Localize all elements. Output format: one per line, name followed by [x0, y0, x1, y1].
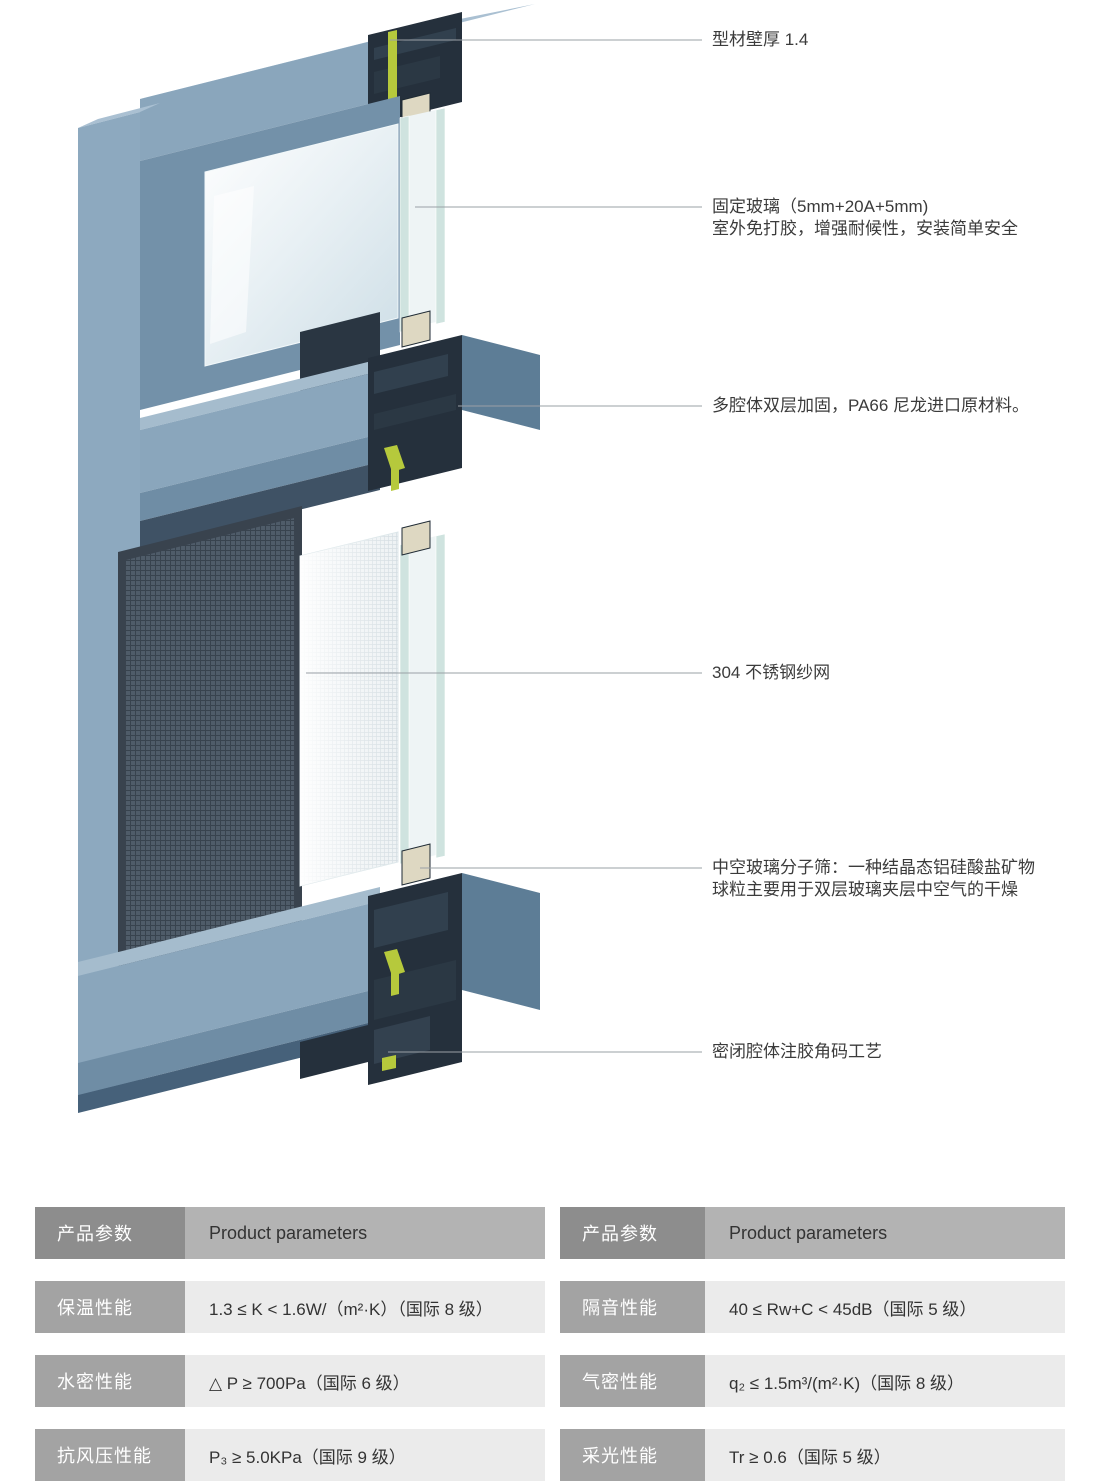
nylon-thermal-strip [382, 1055, 396, 1071]
param-value-thermal: 1.3 ≤ K < 1.6W/（m²·K）（国际 8 级） [185, 1281, 545, 1333]
param-label-watertight: 水密性能 [35, 1355, 185, 1407]
rail-front-face [140, 371, 380, 493]
upper-fixed-glass-unit [140, 96, 446, 410]
table-header-cn-left: 产品参数 [35, 1207, 185, 1259]
glass-air-gap [409, 110, 436, 328]
table-column-gap [545, 1429, 560, 1481]
param-label-acoustic: 隔音性能 [560, 1281, 705, 1333]
param-value-windload: P₃ ≥ 5.0KPa（国际 9 级） [185, 1429, 545, 1481]
table-header-row: 产品参数 Product parameters 产品参数 Product par… [35, 1207, 1065, 1259]
sill-front-face [78, 901, 380, 1063]
nylon-thermal-strip [384, 445, 405, 472]
insect-screen [118, 506, 302, 1004]
window-cross-section-illustration [78, 4, 702, 1113]
table-column-gap [545, 1281, 560, 1333]
param-label-thermal: 保温性能 [35, 1281, 185, 1333]
param-value-airtight: q₂ ≤ 1.5m³/(m²·K)（国际 8 级） [705, 1355, 1065, 1407]
head-front-face [140, 42, 368, 161]
glass-sheen [300, 532, 398, 886]
jamb-top-face [78, 103, 160, 128]
callout-text: 多腔体双层加固，PA66 尼龙进口原材料。 [712, 396, 1030, 415]
callout-text: 固定玻璃（5mm+20A+5mm) [712, 197, 929, 216]
callout-fixed-glass: 固定玻璃（5mm+20A+5mm) 室外免打胶，增强耐候性，安装简单安全 [712, 196, 1018, 240]
callout-multi-chamber: 多腔体双层加固，PA66 尼龙进口原材料。 [712, 395, 1029, 417]
callout-text: 型材壁厚 1.4 [712, 30, 809, 49]
rail-top-face [140, 359, 380, 430]
param-value-acoustic: 40 ≤ Rw+C < 45dB（国际 5 级） [705, 1281, 1065, 1333]
param-label-windload: 抗风压性能 [35, 1429, 185, 1481]
callout-profile-wall-thickness: 型材壁厚 1.4 [712, 29, 808, 51]
nylon-thermal-strip [384, 949, 405, 976]
sill-top-face [78, 887, 380, 976]
middle-rail-section [140, 335, 540, 549]
table-column-gap [545, 1207, 560, 1259]
param-label-airtight: 气密性能 [560, 1355, 705, 1407]
glass-section-pane [399, 542, 410, 865]
glass-section-pane [399, 115, 410, 333]
glass-spacer [401, 520, 431, 556]
product-parameters-table: 产品参数 Product parameters 产品参数 Product par… [35, 1207, 1065, 1481]
rail-groove-shadow [140, 462, 380, 549]
glass-air-gap [409, 536, 436, 862]
glass-section-pane [435, 107, 446, 325]
leader-lines [306, 39, 702, 1053]
glass-reflection [210, 186, 254, 344]
table-column-gap [545, 1355, 560, 1407]
sill-side-face [462, 873, 540, 1010]
table-row: 保温性能 1.3 ≤ K < 1.6W/（m²·K）（国际 8 级） 隔音性能 … [35, 1281, 1065, 1333]
nylon-thermal-strip [391, 466, 399, 491]
sill-lower-face [78, 988, 380, 1095]
glass-spacer [401, 310, 431, 348]
molecular-sieve-spacer [401, 843, 431, 886]
profile-web [374, 394, 456, 430]
param-label-daylight: 采光性能 [560, 1429, 705, 1481]
callout-corner-key: 密闭腔体注胶角码工艺 [712, 1041, 882, 1063]
callout-stainless-mesh: 304 不锈钢纱网 [712, 662, 830, 684]
callout-text: 304 不锈钢纱网 [712, 663, 831, 682]
profile-web [374, 354, 448, 394]
table-row: 水密性能 △ P ≥ 700Pa（国际 6 级） 气密性能 q₂ ≤ 1.5m³… [35, 1355, 1065, 1407]
corner-key-profile [300, 1025, 368, 1079]
callout-text: 球粒主要用于双层玻璃夹层中空气的干燥 [712, 880, 1018, 899]
rail-side-face [462, 335, 540, 430]
upper-glass-pane [204, 123, 399, 367]
stainless-mesh [126, 518, 294, 986]
param-value-watertight: △ P ≥ 700Pa（国际 6 级） [185, 1355, 545, 1407]
rail-lower-face [140, 434, 380, 521]
glass-section-pane [435, 533, 446, 859]
lower-glass-unit [299, 520, 446, 887]
table-header-cn-right: 产品参数 [560, 1207, 705, 1259]
profile-web [374, 892, 448, 948]
param-value-daylight: Tr ≥ 0.6（国际 5 级） [705, 1429, 1065, 1481]
callout-text: 中空玻璃分子筛：一种结晶态铝硅酸盐矿物 [712, 858, 1035, 877]
callout-molecular-sieve: 中空玻璃分子筛：一种结晶态铝硅酸盐矿物 球粒主要用于双层玻璃夹层中空气的干燥 [712, 857, 1035, 901]
table-header-en-right: Product parameters [705, 1207, 1065, 1259]
nylon-thermal-strip [391, 970, 399, 996]
callout-text: 室外免打胶，增强耐候性，安装简单安全 [712, 219, 1018, 238]
table-header-en-left: Product parameters [185, 1207, 545, 1259]
table-row: 抗风压性能 P₃ ≥ 5.0KPa（国际 9 级） 采光性能 Tr ≥ 0.6（… [35, 1429, 1065, 1481]
frame-sill-section [78, 873, 540, 1113]
callout-text: 密闭腔体注胶角码工艺 [712, 1042, 882, 1061]
